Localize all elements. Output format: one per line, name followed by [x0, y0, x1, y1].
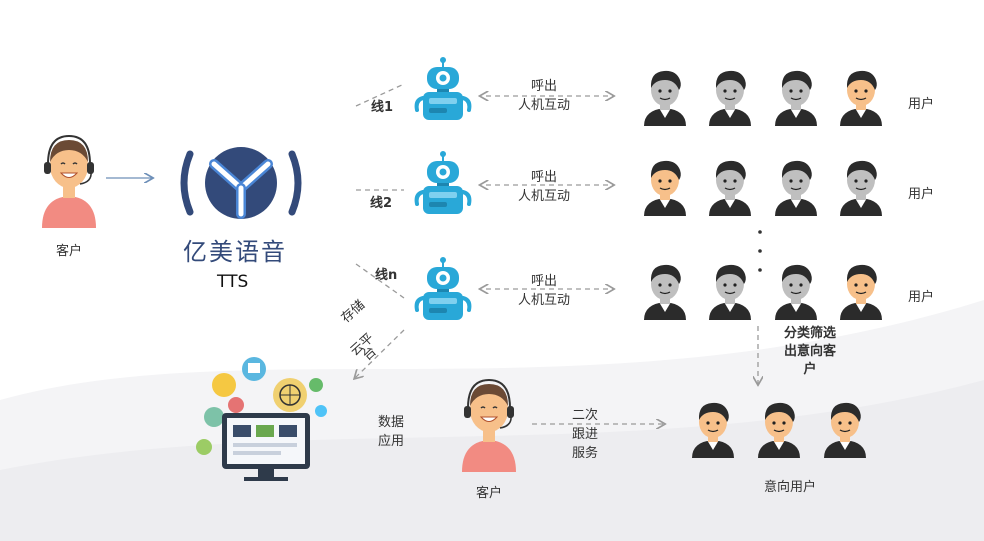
ellipsis-dot — [758, 268, 762, 272]
user-face-icon — [775, 264, 817, 320]
linen-action-2: 人机互动 — [517, 293, 570, 308]
user-face-icon — [644, 264, 686, 320]
filter-label-line: 分类筛选 — [783, 326, 836, 341]
data-app-label-line: 应用 — [378, 434, 405, 449]
line1-label: 线1 — [371, 100, 394, 115]
line1-action-2: 人机互动 — [517, 98, 570, 113]
brand-name: 亿美语音 — [183, 238, 287, 266]
user-face-icon — [840, 160, 882, 216]
data-app-illustration — [196, 357, 327, 481]
customer-label: 客户 — [55, 244, 82, 259]
agent-label: 客户 — [475, 486, 502, 501]
user-face-icon — [644, 160, 686, 216]
linen-label: 线n — [375, 268, 398, 283]
brand-logo-icon — [180, 147, 302, 219]
ellipsis-dot — [758, 249, 762, 253]
user-face-icon — [775, 160, 817, 216]
robot-icon — [414, 151, 472, 214]
intent-users-label: 意向用户 — [763, 480, 816, 495]
followup-label-line: 服务 — [572, 446, 599, 461]
user-face-icon — [840, 264, 882, 320]
storage-arrow — [355, 329, 405, 378]
robot-icon — [414, 257, 472, 320]
followup-label-line: 二次 — [572, 408, 599, 423]
linen-users-label: 用户 — [908, 290, 935, 305]
filter-label-line: 出意向客 — [783, 344, 836, 359]
line2-label: 线2 — [370, 196, 393, 211]
user-face-icon — [758, 402, 800, 458]
ellipsis-dot — [758, 230, 762, 234]
user-face-icon — [709, 160, 751, 216]
robot-icon — [414, 57, 472, 120]
linen-connector — [355, 263, 405, 299]
line1-action-1: 呼出 — [530, 79, 557, 94]
line2-users-label: 用户 — [908, 187, 935, 202]
customer-avatar-icon — [42, 134, 96, 228]
agent-avatar-icon — [462, 378, 516, 472]
user-face-icon — [709, 70, 751, 126]
data-app-label-line: 数据 — [378, 415, 405, 430]
user-face-icon — [840, 70, 882, 126]
user-face-icon — [644, 70, 686, 126]
user-face-icon — [709, 264, 751, 320]
user-face-icon — [775, 70, 817, 126]
brand-product: TTS — [217, 272, 249, 292]
user-face-icon — [824, 402, 866, 458]
line2-action-2: 人机互动 — [517, 189, 570, 204]
filter-label-line: 户 — [803, 362, 817, 377]
user-face-icon — [692, 402, 734, 458]
line1-users-label: 用户 — [908, 97, 935, 112]
followup-label-line: 跟进 — [572, 427, 599, 442]
